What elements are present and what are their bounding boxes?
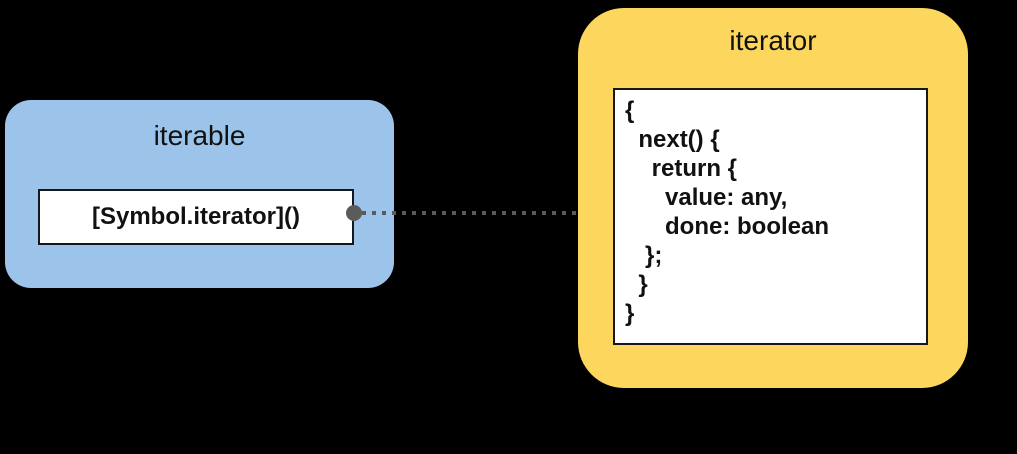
iterable-card: iterable [Symbol.iterator]() (5, 100, 394, 288)
code-line: }; (625, 242, 663, 269)
code-line: next() { (625, 126, 720, 153)
code-line: } (625, 300, 635, 327)
code-line: } (625, 271, 648, 298)
connector-start-dot (346, 205, 362, 221)
code-line: return { (625, 155, 738, 182)
symbol-iterator-slot: [Symbol.iterator]() (38, 189, 354, 245)
iterable-title: iterable (153, 120, 246, 151)
code-line: value: any, (625, 184, 788, 211)
iterator-code-box: { next() { return { value: any, done: bo… (613, 88, 928, 345)
code-line: { (625, 97, 635, 124)
symbol-iterator-label: [Symbol.iterator]() (91, 203, 300, 230)
iterator-card: iterator { next() { return { value: any,… (578, 8, 968, 388)
code-line: done: boolean (625, 213, 829, 240)
iterator-title: iterator (729, 25, 817, 56)
